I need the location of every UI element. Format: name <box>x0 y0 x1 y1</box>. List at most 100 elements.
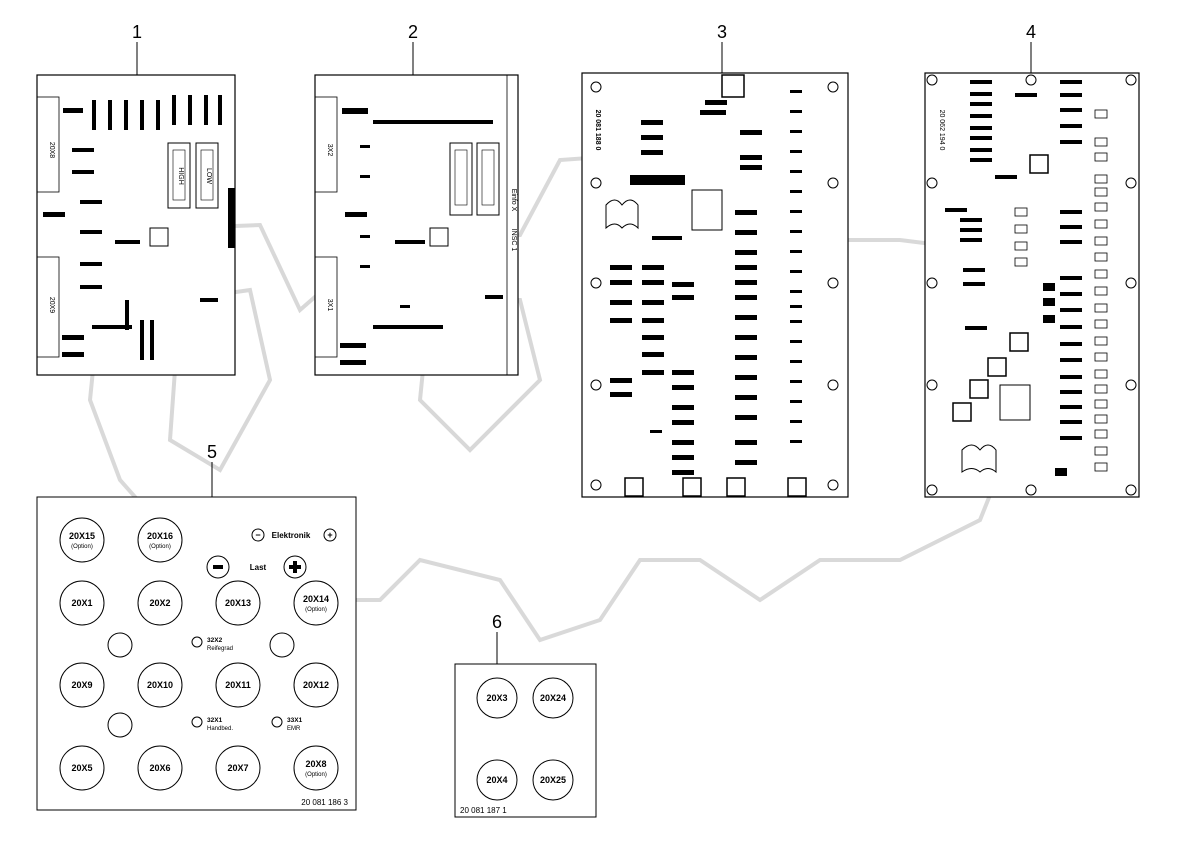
panel5-connector-circle <box>137 745 183 791</box>
panel5-connector-circle <box>293 745 339 791</box>
board2-components <box>340 108 503 365</box>
last-minus-icon <box>206 555 230 579</box>
panel5-connector-id: 20X1 <box>71 598 92 608</box>
panel6-connector: 20X24 <box>532 677 574 719</box>
panel6-connector: 20X25 <box>532 759 574 801</box>
board4-book-icon <box>961 444 997 474</box>
panel5-small-port-sub: Reifegrad <box>207 646 233 652</box>
panel6-connector-id: 20X24 <box>540 693 566 703</box>
board4-mount-holes <box>926 74 1137 496</box>
board-4: 20 062 194 0 <box>924 72 1140 498</box>
board-3: 20 081 188 0 <box>581 72 849 498</box>
board4-part-number: 20 062 194 0 <box>938 110 945 151</box>
panel5-small-port-sub: Handbed. <box>207 726 233 732</box>
panel5-connector-circle <box>59 517 105 563</box>
panel5-connector: 20X9 <box>59 662 105 708</box>
panel5-connector-id: 20X15 <box>69 531 95 541</box>
last-plus-icon <box>283 555 307 579</box>
board1-connector-top-label: 20X8 <box>48 142 55 158</box>
panel5-connector-id: 20X13 <box>225 598 251 608</box>
panel5-connector-id: 20X7 <box>227 763 248 773</box>
board3-components <box>610 90 802 475</box>
panel5-connector-circle <box>215 662 261 708</box>
board-2: 3X2 3X1 Einfo X INSC 1 <box>314 74 519 376</box>
elektronik-plus-icon <box>323 528 337 542</box>
board-1: 20X8 20X9 HIGH LOW <box>36 74 236 376</box>
last-label: Last <box>250 563 267 572</box>
panel5-connector: 20X11 <box>215 662 261 708</box>
panel5-connector-id: 20X2 <box>149 598 170 608</box>
panel5-connector-id: 20X12 <box>303 680 329 690</box>
panel5-connector-id: 20X8 <box>305 759 326 769</box>
panel5-connector: 20X16(Option) <box>137 517 183 563</box>
panel5-small-port-id: 32X1 <box>207 717 223 724</box>
panel5-connector-circle <box>215 745 261 791</box>
panel5-connector-circle <box>293 580 339 626</box>
callout-3: 3 <box>717 22 727 42</box>
panel5-connector: 20X1 <box>59 580 105 626</box>
panel5-connector: 20X15(Option) <box>59 517 105 563</box>
callout-5: 5 <box>207 442 217 462</box>
panel6-connector-id: 20X3 <box>486 693 507 703</box>
board1-relay-low: LOW <box>205 168 212 184</box>
panel5-small-port-sub: EMR <box>287 726 301 732</box>
panel5-connector-sub: (Option) <box>305 607 327 613</box>
panel5-connector-circle <box>293 662 339 708</box>
elektronik-minus-icon <box>251 528 265 542</box>
panel5-small-port-circle <box>271 716 283 728</box>
callout-2: 2 <box>408 22 418 42</box>
panel-5: − Elektronik + Last 20X15(Option)20X16(O… <box>36 496 357 811</box>
board4-connectors <box>952 154 1049 422</box>
panel5-connector: 20X6 <box>137 745 183 791</box>
panel6-connector-id: 20X4 <box>486 775 507 785</box>
board1-relay-high: HIGH <box>177 167 184 185</box>
panel5-connector-circle <box>59 662 105 708</box>
panel5-connector-circle <box>59 580 105 626</box>
board3-book-icon <box>605 199 639 230</box>
panel5-connector-circle <box>137 580 183 626</box>
panel5-connector-id: 20X14 <box>303 594 329 604</box>
panel6-connector-circle <box>532 677 574 719</box>
panel5-small-port-id: 33X1 <box>287 717 303 724</box>
callout-1: 1 <box>132 22 142 42</box>
panel5-connector: 20X8 (Option) <box>293 745 339 791</box>
board2-connector-top-label: 3X2 <box>326 144 333 157</box>
panel6-connector-circle <box>476 677 518 719</box>
elektronik-plus-symbol: + <box>327 530 332 540</box>
callout-leaders <box>136 42 1032 664</box>
panel5-connector-sub: (Option) <box>149 544 171 550</box>
panel5-part-number: 20 081 186 3 <box>301 798 348 807</box>
board2-connector-bottom-label: 3X1 <box>326 299 333 312</box>
board3-part-number: 20 081 188 0 <box>594 110 601 151</box>
panel5-connector: 20X2 <box>137 580 183 626</box>
panel5-connector-circle <box>215 580 261 626</box>
panel5-connector-circle <box>137 662 183 708</box>
board4-components <box>945 80 1082 476</box>
board2-side-label-bottom: INSC 1 <box>510 229 517 252</box>
panel5-connector: 20X10 <box>137 662 183 708</box>
board2-side-label-top: Einfo X <box>510 189 517 212</box>
panel5-connector-sub: (Option) <box>305 772 327 778</box>
panel5-connector-id: 20X5 <box>71 763 92 773</box>
panel5-small-port-circle <box>191 716 203 728</box>
panel6-connector: 20X3 <box>476 677 518 719</box>
board1-components <box>43 95 222 360</box>
panel5-connector-id: 20X9 <box>71 680 92 690</box>
panel6-connectors: 20X3 20X24 20X4 20X25 <box>476 677 574 801</box>
callout-4: 4 <box>1026 22 1036 42</box>
panel5-connector: 20X14 (Option) <box>293 580 339 626</box>
panel5-connector-circle <box>59 745 105 791</box>
panel6-connector-circle <box>532 759 574 801</box>
panel5-connector: 20X7 <box>215 745 261 791</box>
panel5-small-port-id: 32X2 <box>207 637 223 644</box>
board1-connector-bottom-label: 20X9 <box>48 297 55 313</box>
panel5-connector-id: 20X6 <box>149 763 170 773</box>
panel5-connector-id: 20X10 <box>147 680 173 690</box>
elektronik-label: Elektronik <box>272 531 311 540</box>
